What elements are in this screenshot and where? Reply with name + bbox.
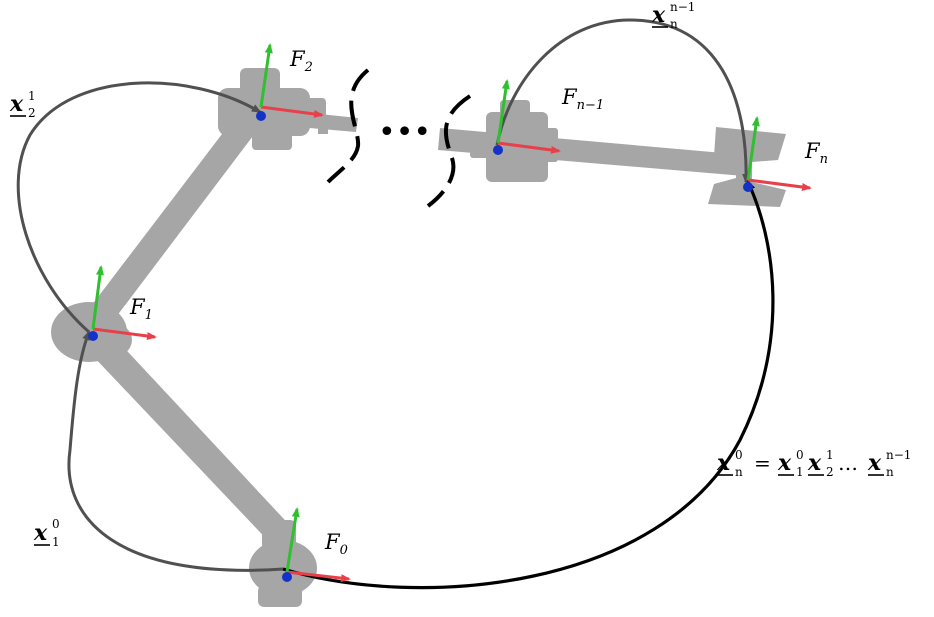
frame-n-y-axis xyxy=(746,116,760,181)
svg-text:2: 2 xyxy=(826,465,834,479)
frame-0-axes xyxy=(282,507,351,583)
transform-equation: x 0 n = x 0 1 x 1 2 … x n−1 n xyxy=(716,448,911,479)
svg-text:x: x xyxy=(807,450,822,476)
frame-0-x-axis xyxy=(286,570,351,583)
curve-x0n xyxy=(282,180,775,590)
frame-0-y-axis xyxy=(285,507,300,573)
frame-2-origin xyxy=(256,111,266,121)
chain-break xyxy=(326,68,472,208)
frame-label-f1: F1 xyxy=(129,295,153,323)
link-0-1 xyxy=(92,338,296,548)
frame-1-axes xyxy=(88,265,157,341)
joint-base xyxy=(249,520,317,607)
svg-text:1: 1 xyxy=(796,465,804,479)
curve-xn1n xyxy=(495,18,751,184)
svg-text:x: x xyxy=(651,2,666,28)
transform-label-xn1n: x n−1 n xyxy=(651,0,695,31)
svg-text:x: x xyxy=(867,450,882,476)
svg-text:n: n xyxy=(735,465,743,479)
svg-text:x: x xyxy=(716,450,731,476)
frame-label-f0: F0 xyxy=(324,530,348,558)
frame-0-origin xyxy=(282,572,292,582)
svg-text:=: = xyxy=(754,451,771,475)
frame-1-y-axis xyxy=(91,265,104,330)
svg-text:0: 0 xyxy=(735,448,743,462)
transform-label-x01: x 0 1 xyxy=(33,517,60,549)
svg-text:x: x xyxy=(777,450,792,476)
frame-1-x-axis xyxy=(92,327,157,340)
frame-label-fn: Fn xyxy=(804,139,828,167)
chain-ellipsis: ••• xyxy=(378,115,431,150)
svg-text:n: n xyxy=(670,17,678,31)
joint-n-minus-1 xyxy=(470,100,558,182)
frame-n-minus-1-x-axis xyxy=(497,141,561,154)
link-1-2 xyxy=(82,113,259,333)
frame-1-origin xyxy=(88,331,98,341)
curve-x01 xyxy=(67,330,284,572)
frame-2-axes xyxy=(256,43,324,121)
frame-n-minus-1-axes xyxy=(493,79,561,155)
frame-n-x-axis xyxy=(747,178,812,191)
frame-2-y-axis xyxy=(259,43,273,108)
break-right-arc xyxy=(426,94,472,208)
curve-x12 xyxy=(16,81,262,334)
frame-label-fn1: Fn−1 xyxy=(561,85,604,113)
svg-text:x: x xyxy=(9,91,24,117)
svg-text:2: 2 xyxy=(28,106,36,120)
transform-curves xyxy=(16,18,775,590)
svg-text:n: n xyxy=(886,465,894,479)
frame-2-x-axis xyxy=(260,105,324,118)
svg-text:x: x xyxy=(33,520,48,546)
svg-text:1: 1 xyxy=(52,535,60,549)
frame-n-minus-1-origin xyxy=(493,145,503,155)
frame-n-axes xyxy=(743,116,812,192)
svg-text:n−1: n−1 xyxy=(886,448,911,462)
svg-text:n−1: n−1 xyxy=(670,0,695,14)
svg-text:…: … xyxy=(838,451,858,475)
robot-links xyxy=(82,112,746,548)
svg-text:1: 1 xyxy=(826,448,834,462)
frame-n-origin xyxy=(743,182,753,192)
frame-label-f2: F2 xyxy=(289,47,313,75)
transform-label-x12: x 1 2 xyxy=(9,89,36,120)
svg-text:1: 1 xyxy=(28,89,36,103)
frame-n-minus-1-y-axis xyxy=(496,79,510,144)
svg-text:0: 0 xyxy=(52,517,60,531)
svg-text:0: 0 xyxy=(796,448,804,462)
break-left-arc xyxy=(326,68,370,184)
